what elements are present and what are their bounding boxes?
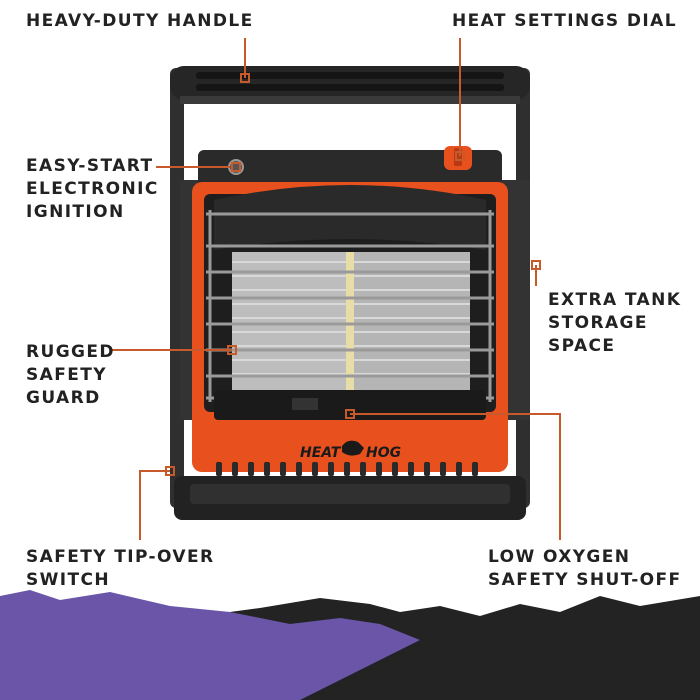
heater-base <box>174 476 526 520</box>
vent-slots <box>216 462 478 476</box>
callout-extra-tank-storage: EXTRA TANK STORAGE SPACE <box>548 290 682 356</box>
leader-lines <box>112 38 561 540</box>
callout-easy-start-ignition: EASY-START ELECTRONIC IGNITION <box>26 156 159 222</box>
mountain-silhouette <box>0 590 700 700</box>
brand-left: HEAT <box>300 445 342 461</box>
hog-icon <box>342 440 364 456</box>
leader-markers <box>165 73 541 476</box>
callout-low-oxygen-shutoff: LOW OXYGEN SAFETY SHUT-OFF <box>488 547 682 590</box>
callout-safety-tip-over: SAFETY TIP-OVER SWITCH <box>26 547 215 590</box>
callout-heavy-duty-handle: HEAVY-DUTY HANDLE <box>26 11 254 31</box>
heat-settings-dial-icon <box>444 146 472 170</box>
heat-hog-logo: HEAT HOG <box>300 440 401 461</box>
ceramic-burner <box>214 185 486 390</box>
callout-rugged-safety-guard: RUGGED SAFETY GUARD <box>26 342 115 408</box>
top-housing <box>198 150 502 190</box>
lower-recess <box>214 390 486 420</box>
sensor-slot <box>292 398 318 410</box>
callout-heat-settings-dial: HEAT SETTINGS DIAL <box>452 11 677 31</box>
brand-right: HOG <box>366 445 401 461</box>
